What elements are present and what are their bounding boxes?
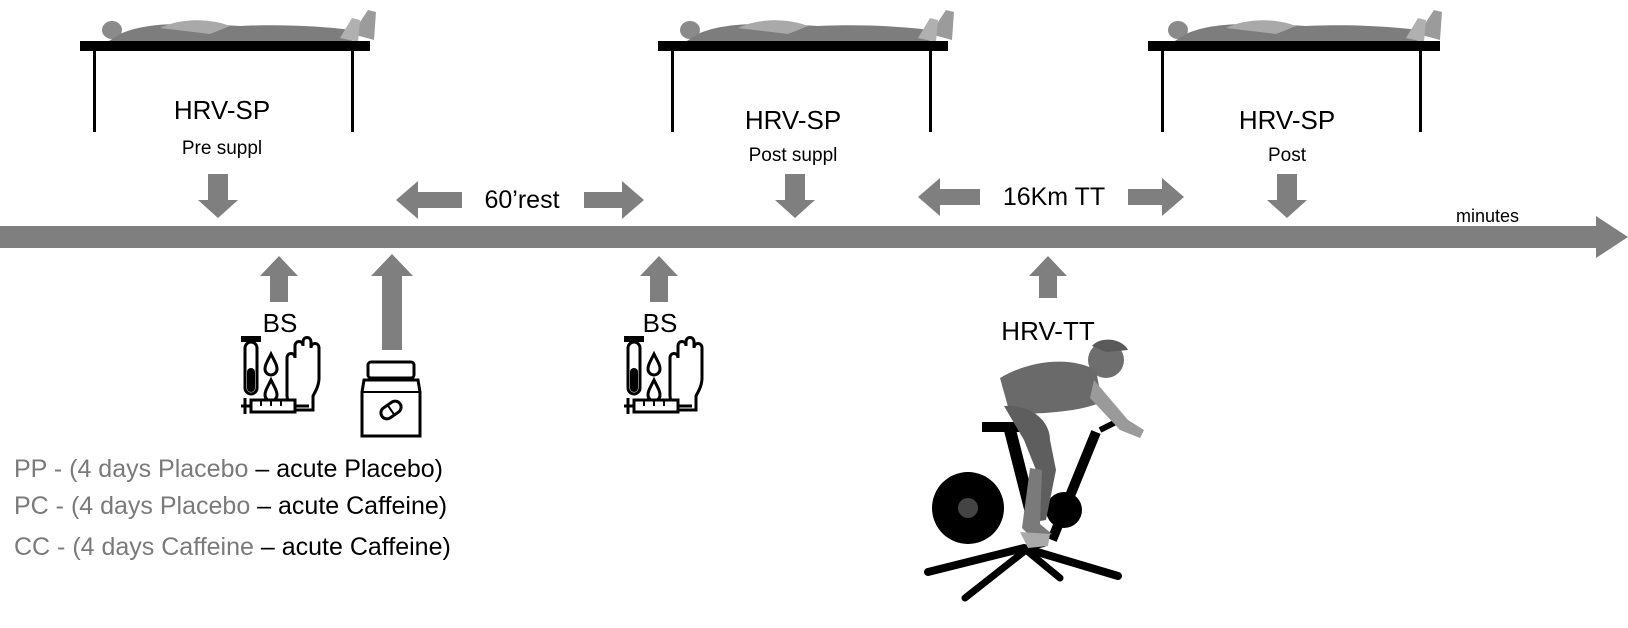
cyclist-on-bike-icon: [924, 339, 1144, 602]
legend-pp: PP - (4 days Placebo – acute Placebo): [14, 455, 443, 484]
legend-cc-acute: acute Caffeine): [281, 533, 451, 561]
legend-cc: CC - (4 days Caffeine – acute Caffeine): [14, 533, 451, 562]
axis-label-minutes: minutes: [1456, 206, 1520, 226]
up-arrow-hrv-tt: [1029, 256, 1067, 298]
legend-pc-sep: –: [250, 492, 279, 520]
hrv-tt-label: HRV-TT: [1001, 316, 1095, 346]
station-1-subtitle: Pre suppl: [181, 138, 263, 159]
down-arrow-1: [198, 174, 238, 218]
legend-pc-acute: acute Caffeine): [278, 492, 448, 520]
bs-label-1: BS: [262, 308, 298, 338]
up-arrow-supplement: [371, 254, 413, 350]
legend-pc: PC - (4 days Placebo – acute Caffeine): [14, 492, 447, 521]
legend-pp-code: PP - (4 days Placebo: [14, 455, 249, 483]
legend-pp-acute: acute Placebo): [276, 455, 443, 483]
up-arrow-bs1: [260, 256, 298, 302]
left-arrow-tt: [918, 178, 980, 216]
bed-2: [658, 10, 954, 132]
bed-1: [80, 10, 376, 132]
timeline-arrowhead: [1596, 216, 1628, 258]
station-2-subtitle: Post suppl: [748, 145, 838, 166]
right-arrow-rest: [584, 181, 644, 219]
up-arrow-bs2: [640, 256, 678, 302]
legend-cc-code: CC - (4 days Caffeine: [14, 533, 254, 561]
pill-bottle-icon: [360, 360, 422, 438]
station-2-title: HRV-SP: [744, 105, 842, 135]
time-trial-label: 16Km TT: [1002, 183, 1106, 211]
bs-label-2: BS: [642, 308, 678, 338]
legend-pp-sep: –: [248, 455, 277, 483]
station-1-title: HRV-SP: [173, 95, 271, 125]
station-3-subtitle: Post: [1267, 145, 1307, 166]
legend-cc-sep: –: [253, 533, 282, 561]
timeline-bar: [0, 226, 1600, 248]
left-arrow-rest: [396, 181, 462, 219]
blood-sample-icon-2: [622, 334, 704, 416]
rest-interval-label: 60’rest: [484, 186, 560, 214]
right-arrow-tt: [1128, 178, 1184, 216]
legend-pc-code: PC - (4 days Placebo: [14, 492, 251, 520]
station-3-title: HRV-SP: [1238, 105, 1336, 135]
blood-sample-icon-1: [239, 334, 321, 416]
down-arrow-3: [1267, 174, 1307, 218]
down-arrow-2: [775, 174, 815, 218]
bed-3: [1148, 10, 1442, 132]
